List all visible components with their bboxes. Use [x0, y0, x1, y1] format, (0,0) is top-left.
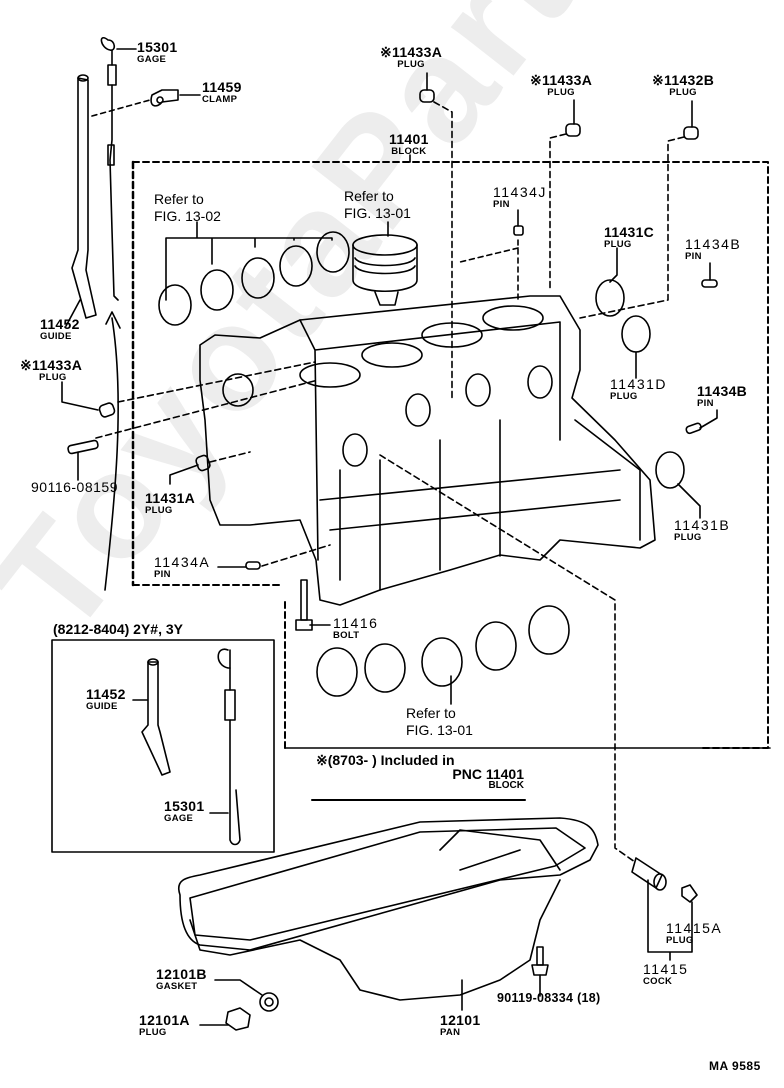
piston[interactable]: [352, 234, 418, 306]
plug-11433a-right[interactable]: [565, 123, 581, 137]
inset-dipstick-gage[interactable]: [217, 648, 241, 846]
plug-11431d[interactable]: [621, 315, 651, 353]
label-11431a: 11431A PLUG: [145, 490, 196, 516]
plug-11415a[interactable]: [681, 884, 698, 903]
label-11431c: 11431C PLUG: [604, 224, 655, 250]
label-12101: 12101 PAN: [440, 1012, 481, 1038]
label-11434b-mid: 11434B PIN: [697, 383, 748, 409]
included-note: ※(8703- ) Included in PNC 11401 BLOCK: [316, 752, 524, 791]
label-11401-block: 11401 BLOCK: [389, 131, 429, 157]
clamp-dashed-line: [91, 99, 151, 117]
label-11459: 11459 CLAMP: [202, 79, 242, 105]
plug-12101a[interactable]: [225, 1007, 251, 1031]
guide-tube[interactable]: [71, 74, 97, 319]
pin-11434j[interactable]: [513, 225, 524, 236]
label-11452: 11452 GUIDE: [40, 316, 80, 342]
gasket-12101b[interactable]: [259, 992, 279, 1012]
label-15301: 15301 GAGE: [137, 39, 178, 65]
bolt-90119-08334[interactable]: [531, 946, 549, 976]
stud-90116-08159[interactable]: [67, 439, 99, 455]
bolt-11416[interactable]: [295, 579, 313, 631]
pin-11434a[interactable]: [245, 561, 261, 570]
label-11434j: 11434J PIN: [493, 184, 547, 210]
plug-11431c[interactable]: [595, 279, 625, 317]
leader-11452: [65, 299, 81, 327]
label-11433a-right: ※11433A PLUG: [530, 72, 593, 98]
figure-code: MA 9585: [709, 1059, 761, 1073]
block-frame: [131, 160, 771, 749]
cylinder-block[interactable]: [199, 295, 656, 606]
label-11434a: 11434A PIN: [154, 554, 211, 580]
label-12101a: 12101A PLUG: [139, 1012, 190, 1038]
label-11416: 11416 BOLT: [333, 615, 379, 641]
label-11431d: 11431D PLUG: [610, 376, 668, 402]
dipstick-gage[interactable]: [100, 37, 119, 301]
label-12101b: 12101B GASKET: [156, 966, 207, 992]
inset-frame: [51, 639, 275, 853]
plug-11433a-top[interactable]: [419, 89, 435, 103]
label-11434b-top: 11434B PIN: [685, 236, 742, 262]
label-11433a-top: ※11433A PLUG: [380, 44, 443, 70]
label-90119-08334: 90119-08334 (18): [497, 991, 601, 1005]
label-11433a-left: ※11433A PLUG: [20, 357, 83, 383]
label-90116-08159: 90116-08159: [31, 479, 118, 495]
pin-11434b-top[interactable]: [701, 279, 718, 288]
plug-11431a[interactable]: [195, 454, 211, 472]
plug-11432b[interactable]: [683, 126, 699, 140]
upper-bearings[interactable]: [158, 221, 350, 326]
inset-guide-tube[interactable]: [141, 658, 171, 776]
inset-title: (8212-8404) 2Y#, 3Y: [53, 621, 183, 637]
inset-label-15301: 15301 GAGE: [164, 798, 205, 824]
assembly-arrow: [104, 311, 121, 591]
label-11432b: ※11432B PLUG: [652, 72, 715, 98]
ref-piston: Refer to FIG. 13-01: [344, 188, 411, 221]
pin-11434b-mid[interactable]: [685, 422, 702, 435]
label-11415a: 11415A PLUG: [666, 920, 723, 946]
ref-lower-bearings: Refer to FIG. 13-01: [406, 705, 473, 738]
oil-pan[interactable]: [178, 817, 599, 1001]
ref-upper-bearings: Refer to FIG. 13-02: [154, 191, 221, 224]
label-11431b: 11431B PLUG: [674, 517, 731, 543]
drain-cock-11415[interactable]: [631, 857, 667, 891]
lower-bearings[interactable]: [316, 605, 570, 697]
clamp[interactable]: [150, 89, 179, 107]
label-11415: 11415 COCK: [643, 961, 689, 987]
inset-label-11452: 11452 GUIDE: [86, 686, 126, 712]
plug-11433a-left[interactable]: [98, 402, 116, 418]
plug-11431b[interactable]: [655, 451, 685, 489]
